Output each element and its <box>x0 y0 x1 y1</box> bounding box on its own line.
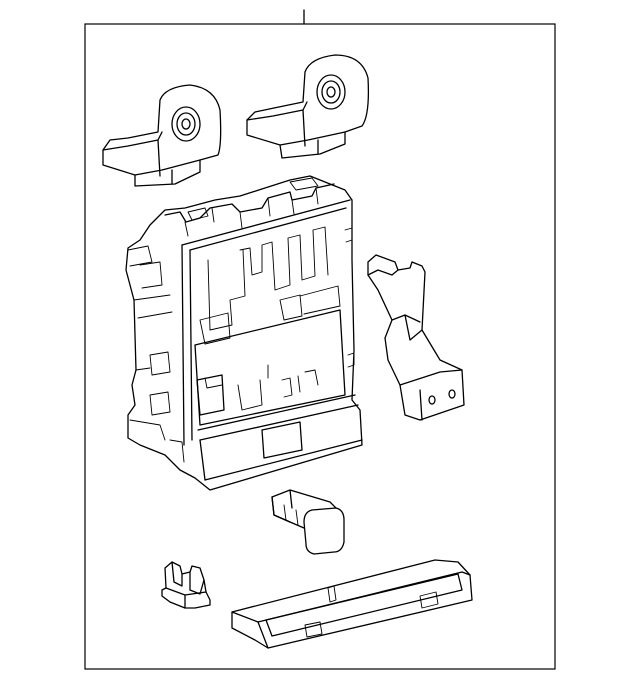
side-bracket <box>367 254 465 421</box>
relay <box>271 489 345 555</box>
diagram-frame <box>84 23 556 670</box>
mounting-bracket-right <box>246 54 370 159</box>
fuse-box-assembly <box>125 175 363 491</box>
mounting-bracket-left <box>102 84 222 187</box>
clip <box>161 561 211 609</box>
cover-tray <box>231 559 473 649</box>
